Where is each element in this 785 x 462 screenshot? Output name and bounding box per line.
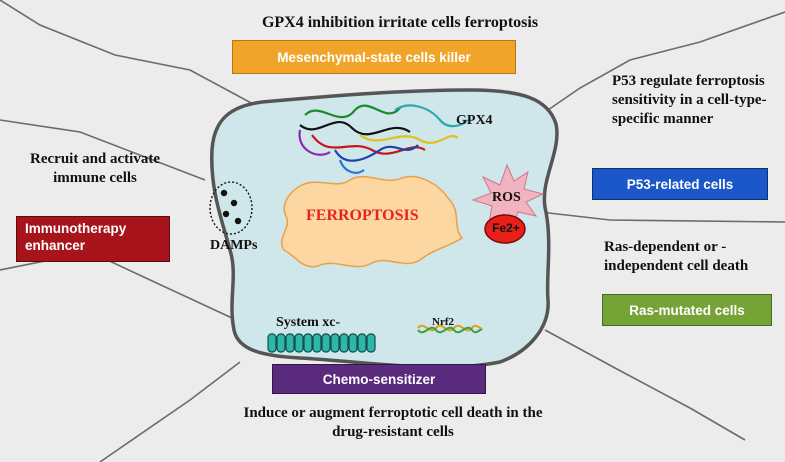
line-bottom-left bbox=[99, 361, 241, 462]
fe-label: Fe2+ bbox=[492, 221, 520, 235]
p53-note: P53 regulate ferroptosis sensitivity in … bbox=[612, 73, 767, 127]
top-caption: GPX4 inhibition irritate cells ferroptos… bbox=[261, 14, 539, 31]
damps-dots bbox=[220, 189, 242, 225]
damps-label: DAMPs bbox=[210, 238, 258, 253]
line-bottom-right bbox=[544, 329, 746, 441]
system-xc-transporter-icon bbox=[267, 333, 376, 353]
damps-vesicle bbox=[209, 181, 253, 235]
line-left-top bbox=[0, 119, 206, 181]
gpx4-protein-icon bbox=[298, 104, 469, 174]
ferroptosis-blob bbox=[281, 175, 464, 268]
ros-label: ROS bbox=[492, 190, 521, 205]
immunotherapy-label: Immunotherapy enhancer bbox=[25, 221, 127, 253]
nrf2-label: Nrf2 bbox=[432, 316, 454, 328]
p53-box: P53-related cells bbox=[592, 168, 768, 200]
ras-note: Ras-dependent or -independent cell death bbox=[604, 239, 749, 274]
nrf2-helix-icon bbox=[417, 324, 483, 334]
fe-ion-circle bbox=[484, 214, 526, 244]
immunotherapy-box: Immunotherapy enhancer bbox=[16, 216, 170, 262]
p53-label: P53-related cells bbox=[626, 176, 734, 192]
line-top-right bbox=[547, 11, 785, 111]
gpx4-label: GPX4 bbox=[456, 113, 493, 128]
ras-box: Ras-mutated cells bbox=[602, 294, 772, 326]
ferroptosis-label: FERROPTOSIS bbox=[306, 207, 419, 224]
ras-label: Ras-mutated cells bbox=[629, 302, 745, 318]
line-top-left bbox=[0, 0, 256, 106]
line-right-mid bbox=[539, 211, 785, 223]
system-xc-label: System xc- bbox=[276, 315, 341, 330]
chemo-box: Chemo-sensitizer bbox=[272, 364, 486, 394]
mesenchymal-box: Mesenchymal-state cells killer bbox=[232, 40, 516, 74]
chemo-label: Chemo-sensitizer bbox=[322, 371, 436, 387]
drug-resistant-note: Induce or augment ferroptotic cell death… bbox=[243, 405, 543, 440]
mesenchymal-label: Mesenchymal-state cells killer bbox=[277, 49, 471, 65]
recruit-note: Recruit and activate immune cells bbox=[30, 151, 160, 186]
